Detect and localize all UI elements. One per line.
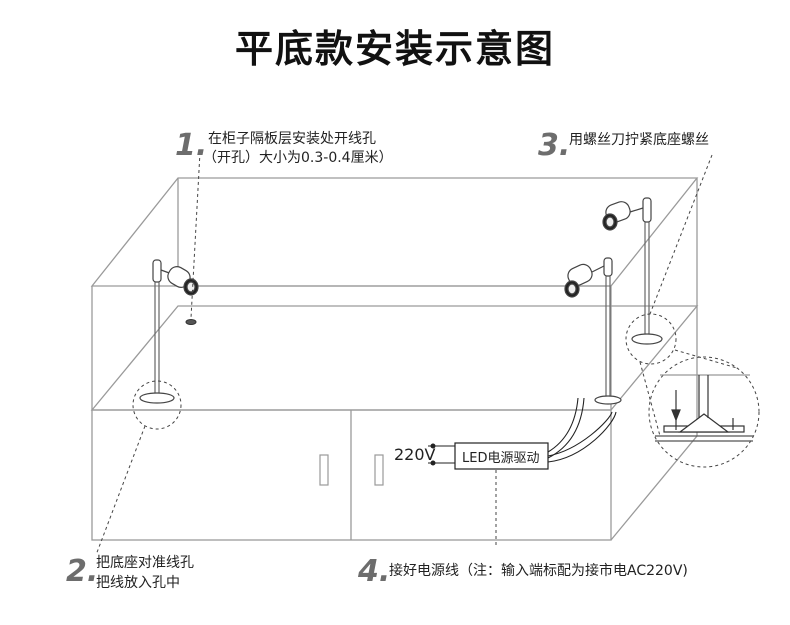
step-4-line-1: 接好电源线（注：输入端标配为接市电AC220V) [389,563,688,579]
driver-label: LED电源驱动 [462,451,540,466]
drill-hole-icon [185,319,197,325]
terminal-icon [430,460,436,466]
step-2-line-2: 把线放入孔中 [96,575,180,591]
step-1-line-1: 在柜子隔板层安装处开线孔 [208,131,376,147]
step-1-number: 1. [175,128,208,163]
step-2-line-1: 把底座对准线孔 [96,555,194,571]
terminal-icon [430,443,436,449]
step-1-line-2: （开孔）大小为0.3-0.4厘米） [203,150,393,166]
voltage-label: 220V [394,445,436,464]
spotlight-icon [139,259,199,404]
led-driver-box [454,442,549,470]
step-2-number: 2. [66,554,99,589]
callout-circles [132,313,760,468]
step-4-number: 4. [358,554,391,589]
page-title: 平底款安装示意图 [234,27,555,71]
glass-case [90,177,699,410]
step-3-number: 3. [538,128,571,163]
screwdriver-icon [655,374,753,442]
driver-wiring [428,397,617,464]
spotlight-icon [564,257,622,405]
pointer-lines [95,151,738,556]
step-3-line-1: 用螺丝刀拧紧底座螺丝 [569,132,709,148]
spotlight-icon [602,197,663,345]
